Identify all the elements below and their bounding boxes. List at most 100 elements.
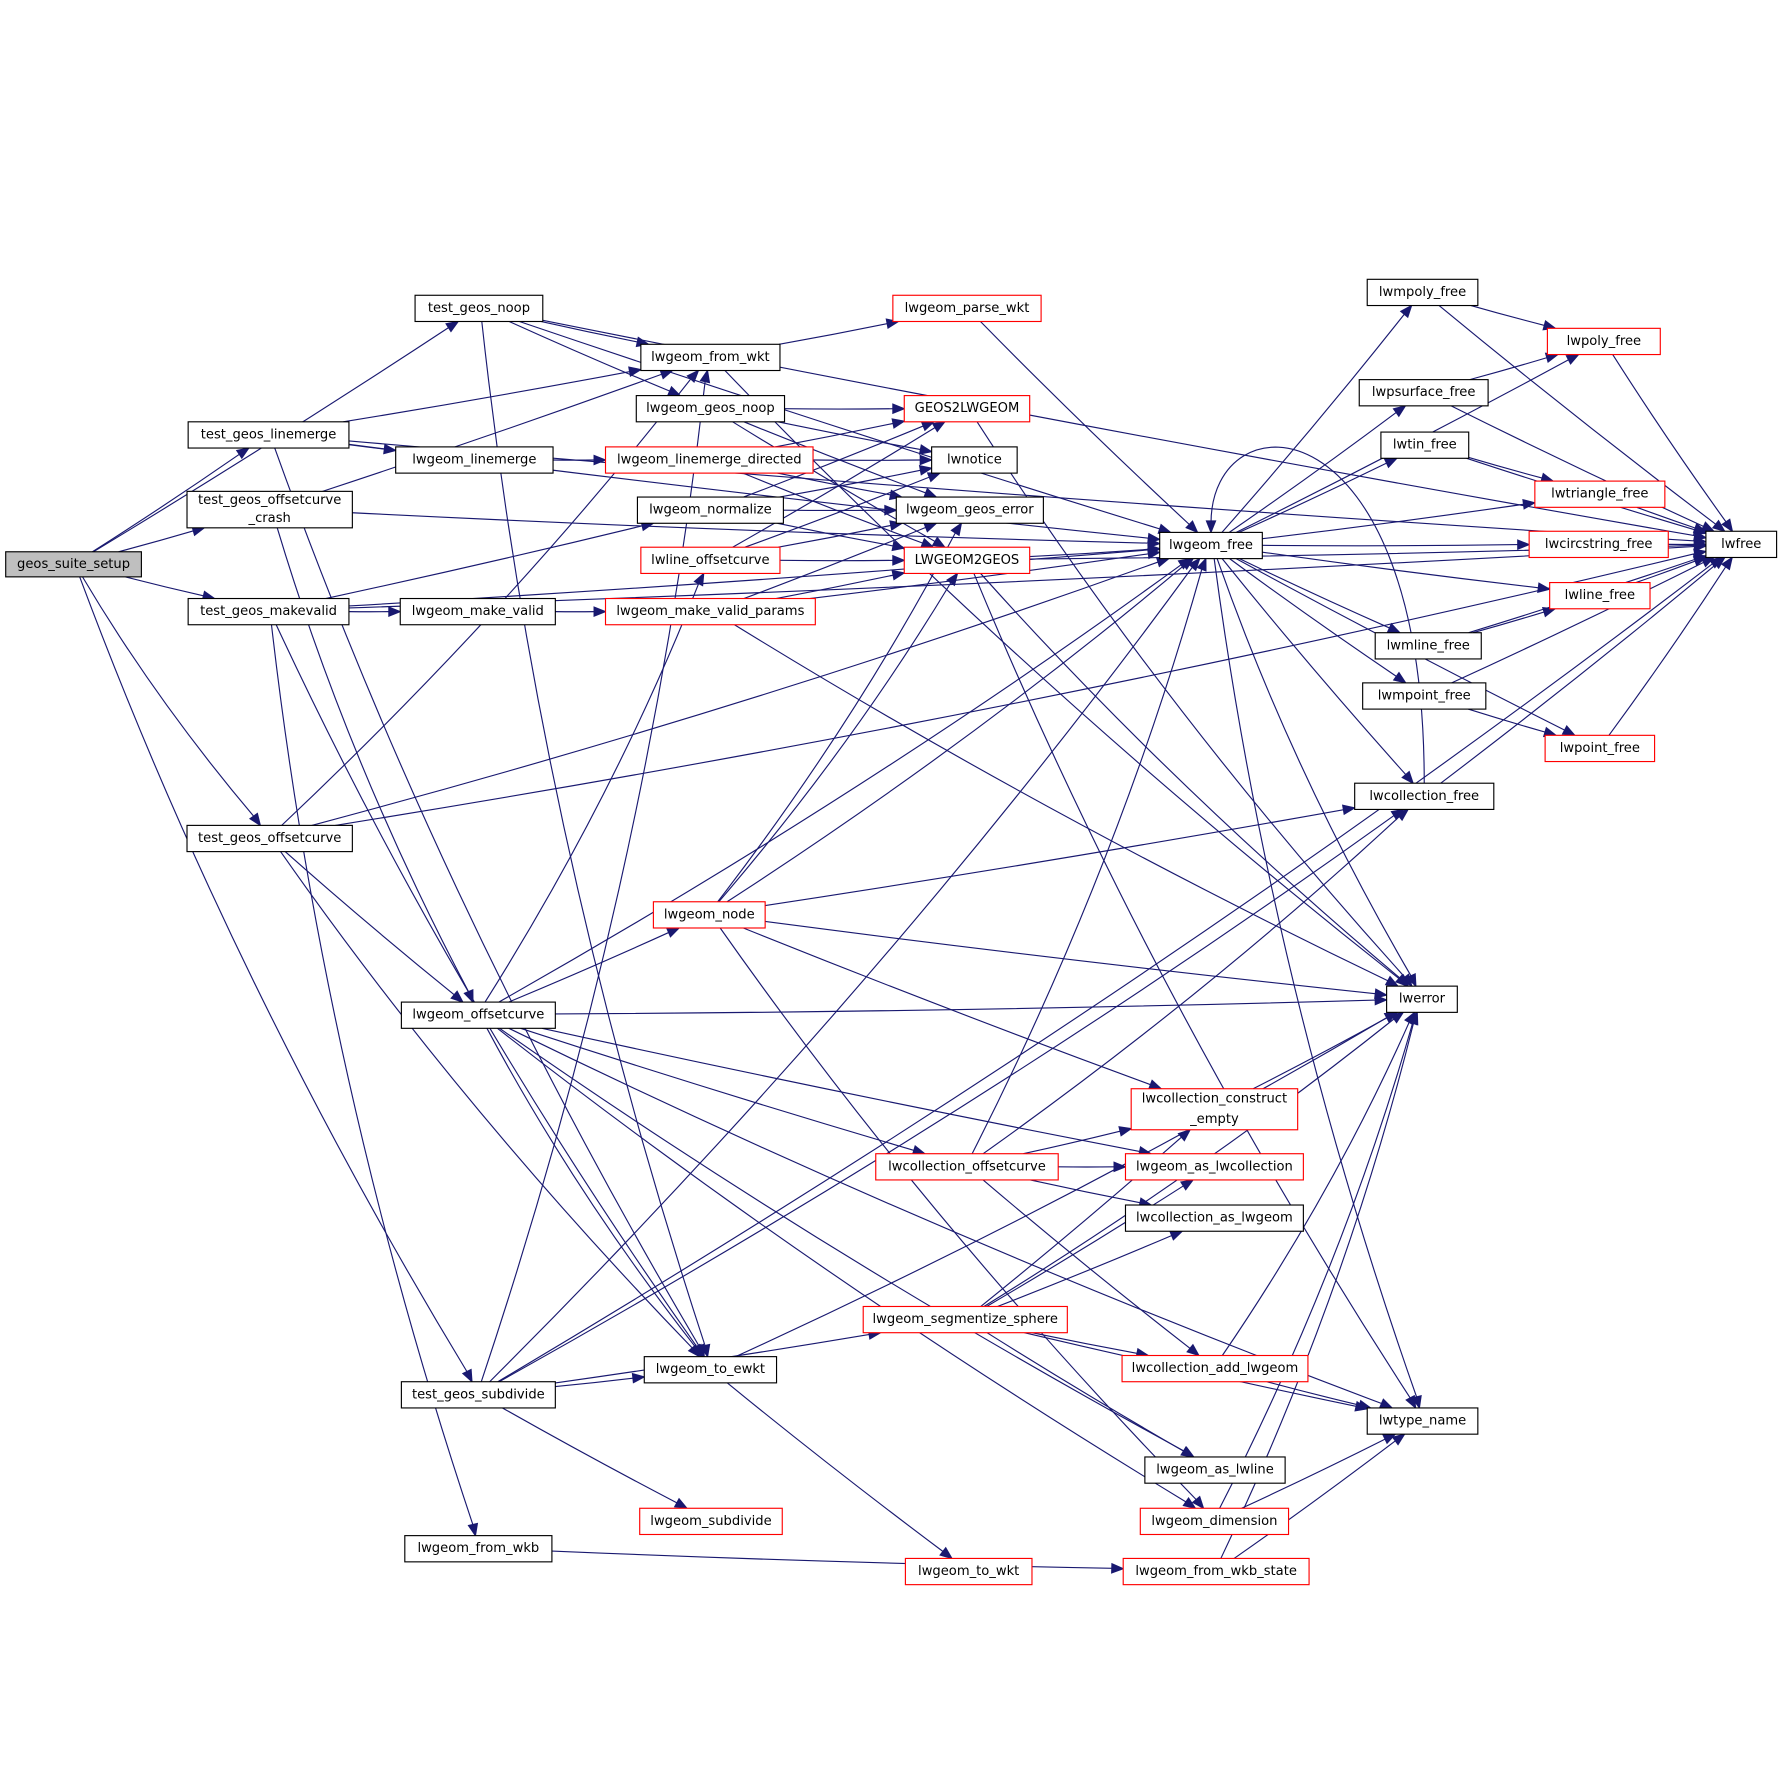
- node-label: lwpoint_free: [1560, 741, 1640, 756]
- arrowhead-lwfree: [1692, 554, 1708, 565]
- edge-lwgeom_dimension-to-lwtype_name: [1241, 1438, 1387, 1509]
- node-lwpoint-free[interactable]: lwpoint_free: [1544, 734, 1656, 763]
- arrowhead-lwgeom_from_wkb_state: [1111, 1562, 1125, 1574]
- node-test-geos-makevalid[interactable]: test_geos_makevalid: [187, 597, 350, 626]
- edge-lwgeom_from_wkt-to-lwerror: [724, 370, 1401, 980]
- edge-lwgeom_free-to-lwtype_name: [1213, 558, 1418, 1399]
- arrowhead-lwerror: [1383, 1011, 1399, 1023]
- node-lwgeom-make-valid-params[interactable]: lwgeom_make_valid_params: [604, 597, 816, 626]
- node-lwgeom-free[interactable]: lwgeom_free: [1159, 531, 1263, 560]
- node-test-geos-noop[interactable]: test_geos_noop: [414, 294, 544, 323]
- edge-LWGEOM2GEOS-to-lwerror: [980, 573, 1402, 980]
- node-lwmpoint-free[interactable]: lwmpoint_free: [1362, 682, 1487, 710]
- node-box: [186, 490, 353, 529]
- node-lwgeom2geos[interactable]: LWGEOM2GEOS: [903, 546, 1031, 575]
- node-lwgeom-from-wkb[interactable]: lwgeom_from_wkb: [404, 1535, 553, 1563]
- node-lwnotice[interactable]: lwnotice: [931, 446, 1018, 474]
- node-box: [1380, 431, 1470, 459]
- node-lwgeom-as-lwline[interactable]: lwgeom_as_lwline: [1144, 1456, 1286, 1484]
- edge-lwline_offsetcurve-to-GEOS2LWGEOM: [732, 426, 937, 548]
- node-lwpoly-free[interactable]: lwpoly_free: [1546, 327, 1661, 356]
- node-lwtype-name[interactable]: lwtype_name: [1366, 1407, 1479, 1435]
- node-lwgeom-geos-noop[interactable]: lwgeom_geos_noop: [635, 395, 786, 423]
- node-lwmline-free[interactable]: lwmline_free: [1374, 632, 1482, 660]
- node-label: _crash: [248, 511, 291, 526]
- node-lwcollection-as-lwgeom[interactable]: lwcollection_as_lwgeom: [1124, 1204, 1304, 1232]
- node-geos2lwgeom[interactable]: GEOS2LWGEOM: [903, 395, 1031, 423]
- edge-test_geos_offsetcurve_crash-to-lwgeom_from_wkt: [322, 373, 663, 492]
- arrowhead-test_geos_noop: [445, 320, 460, 333]
- arrowhead-LWGEOM2GEOS: [891, 540, 906, 552]
- node-label: GEOS2LWGEOM: [915, 401, 1020, 416]
- node-lwgeom-dimension[interactable]: lwgeom_dimension: [1139, 1507, 1290, 1536]
- edge-test_geos_makevalid-to-lwgeom_normalize: [325, 525, 644, 600]
- arrowhead-lwcircstring_free: [1517, 539, 1531, 551]
- node-lwerror[interactable]: lwerror: [1386, 985, 1458, 1013]
- edge-lwmpoint_free-to-lwpoint_free: [1467, 708, 1547, 733]
- node-lwgeom-segmentize-sphere[interactable]: lwgeom_segmentize_sphere: [862, 1305, 1068, 1334]
- node-lwcollection-add-lwgeom[interactable]: lwcollection_add_lwgeom: [1121, 1354, 1309, 1383]
- node-lwline-free[interactable]: lwline_free: [1549, 581, 1651, 610]
- node-test-geos-subdivide[interactable]: test_geos_subdivide: [400, 1381, 556, 1409]
- node-lwgeom-subdivide[interactable]: lwgeom_subdivide: [639, 1507, 783, 1536]
- node-lwgeom-linemerge-directed[interactable]: lwgeom_linemerge_directed: [604, 446, 814, 474]
- arrowhead-lwtriangle_free: [1522, 498, 1537, 510]
- node-lwtriangle-free[interactable]: lwtriangle_free: [1534, 480, 1666, 508]
- edge-lwgeom_from_wkb_state-to-lwtype_name: [1233, 1439, 1397, 1559]
- node-test-geos-offsetcurve[interactable]: test_geos_offsetcurve: [186, 824, 353, 853]
- arrowhead-lwtin_free: [1383, 457, 1399, 469]
- node-lwgeom-normalize[interactable]: lwgeom_normalize: [636, 496, 784, 524]
- node-label: lwtype_name: [1379, 1414, 1466, 1429]
- node-box: [1159, 531, 1263, 560]
- node-lwline-offsetcurve[interactable]: lwline_offsetcurve: [640, 546, 781, 575]
- node-test-geos-offsetcurve-crash[interactable]: test_geos_offsetcurve_crash: [186, 490, 353, 529]
- node-lwcollection-free[interactable]: lwcollection_free: [1354, 782, 1495, 810]
- node-lwgeom-linemerge[interactable]: lwgeom_linemerge: [395, 446, 554, 474]
- node-lwfree[interactable]: lwfree: [1705, 530, 1778, 559]
- node-label: lwgeom_from_wkb_state: [1135, 1564, 1297, 1579]
- edge-geos_suite_setup-to-test_geos_offsetcurve: [82, 576, 255, 818]
- node-lwgeom-to-ewkt[interactable]: lwgeom_to_ewkt: [643, 1356, 778, 1384]
- node-lwgeom-node[interactable]: lwgeom_node: [652, 901, 766, 929]
- arrowhead-lwerror: [1384, 975, 1400, 987]
- node-geos-suite-setup[interactable]: geos_suite_setup: [5, 551, 142, 578]
- arrowhead-lwtype_name: [1357, 1399, 1373, 1411]
- node-lwgeom-from-wkb-state[interactable]: lwgeom_from_wkb_state: [1122, 1557, 1310, 1586]
- node-label: lwnotice: [947, 453, 1002, 468]
- arrowhead-lwpoly_free: [1565, 353, 1580, 365]
- node-lwtin-free[interactable]: lwtin_free: [1380, 431, 1470, 459]
- edge-test_geos_subdivide-to-lwgeom_subdivide: [502, 1407, 679, 1504]
- node-lwgeom-parse-wkt[interactable]: lwgeom_parse_wkt: [892, 294, 1042, 323]
- node-lwcollection-offsetcurve[interactable]: lwcollection_offsetcurve: [875, 1153, 1059, 1181]
- node-box: [1121, 1354, 1309, 1383]
- node-label: test_geos_offsetcurve: [198, 831, 341, 846]
- node-lwgeom-make-valid[interactable]: lwgeom_make_valid: [399, 597, 556, 626]
- node-lwgeom-offsetcurve[interactable]: lwgeom_offsetcurve: [400, 1001, 556, 1029]
- edge-lwgeom_linemerge_directed-to-lwgeom_geos_error: [777, 472, 892, 496]
- node-label: lwtin_free: [1393, 438, 1457, 453]
- node-lwcollection-construct-empty[interactable]: lwcollection_construct_empty: [1130, 1088, 1299, 1131]
- edge-lwgeom_free-to-lwline_free: [1262, 551, 1540, 589]
- edge-lwgeom_free-to-lwtriangle_free: [1262, 503, 1525, 540]
- edge-lwgeom_dimension-to-lwerror: [1219, 1021, 1414, 1509]
- arrowhead-lwgeom_from_wkt: [628, 366, 643, 377]
- edge-lwgeom_free-to-lwpsurface_free: [1228, 411, 1398, 533]
- node-lwgeom-geos-error[interactable]: lwgeom_geos_error: [895, 496, 1044, 524]
- arrowhead-lwgeom_to_wkt: [939, 1546, 954, 1560]
- arrowhead-lwgeom_to_ewkt: [690, 1343, 703, 1358]
- arrowhead-lwnotice: [918, 465, 934, 476]
- node-box: [1528, 530, 1669, 559]
- node-lwpsurface-free[interactable]: lwpsurface_free: [1358, 379, 1489, 407]
- arrowhead-lwcollection_free: [1401, 770, 1415, 785]
- node-test-geos-linemerge[interactable]: test_geos_linemerge: [187, 421, 350, 449]
- node-box: [1124, 1153, 1304, 1181]
- edge-lwgeom_offsetcurve-to-lwgeom_as_lwcollection: [541, 1027, 1141, 1153]
- node-label: lwgeom_subdivide: [650, 1514, 771, 1529]
- arrowhead-GEOS2LWGEOM: [891, 418, 906, 429]
- node-lwcircstring-free[interactable]: lwcircstring_free: [1528, 530, 1669, 559]
- node-lwgeom-as-lwcollection[interactable]: lwgeom_as_lwcollection: [1124, 1153, 1304, 1181]
- node-lwmpoly-free[interactable]: lwmpoly_free: [1366, 278, 1479, 307]
- node-lwgeom-to-wkt[interactable]: lwgeom_to_wkt: [904, 1557, 1033, 1586]
- node-lwgeom-from-wkt[interactable]: lwgeom_from_wkt: [640, 343, 781, 372]
